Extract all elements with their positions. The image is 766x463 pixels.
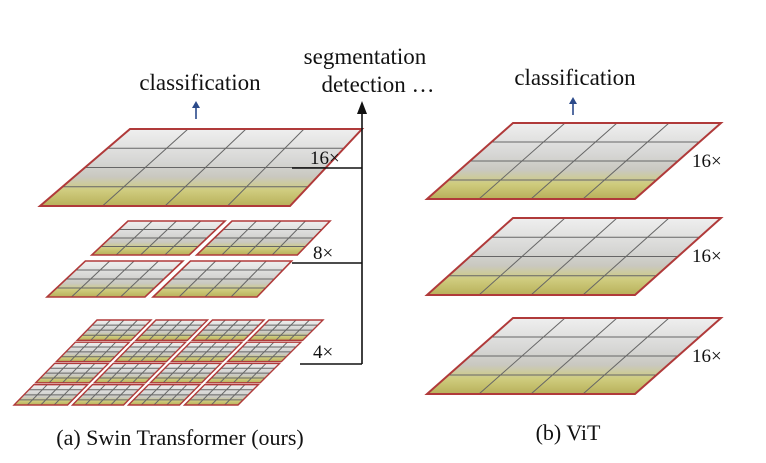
swin-layer-4x-window-1-3 <box>225 341 303 363</box>
swin-layer-4x-window-0-3 <box>247 319 325 342</box>
swin-layer-4x-window-0-1 <box>134 319 210 342</box>
swin-layer-4x-window-0-2 <box>190 319 266 342</box>
vit-layer-middle <box>424 217 724 296</box>
swin-layer-4x-window-3-2 <box>126 383 202 406</box>
vit-scale-label-16x-top: 16× <box>692 151 722 172</box>
vit-scale-label-16x-bottom: 16× <box>692 346 722 367</box>
swin-layer-4x-window-3-3 <box>182 383 261 406</box>
swin-layer-4x-window-1-1 <box>113 341 188 363</box>
swin-layer-4x-window-3-1 <box>70 383 146 406</box>
multi-scale-connector <box>292 101 367 365</box>
swin-classification-label: classification <box>139 70 261 95</box>
swin-classification-arrow <box>192 101 200 119</box>
swin-layer-4x-window-0-0 <box>75 319 153 342</box>
vit-classification-arrow <box>569 97 577 115</box>
swin-transformer-panel: classification segmentation detection … … <box>12 44 435 450</box>
swin-layer-16x-window <box>37 128 365 207</box>
swin-feature-layers <box>12 128 365 406</box>
task-label-detection: detection … <box>321 72 434 97</box>
task-label-segmentation: segmentation <box>304 44 427 69</box>
vit-classification-label: classification <box>514 65 636 90</box>
swin-layer-4x-window-2-1 <box>92 362 167 384</box>
swin-scale-label-4x: 4× <box>313 342 333 363</box>
swin-layer-4x-window-2-0 <box>34 362 111 384</box>
vit-caption: (b) ViT <box>536 420 601 445</box>
swin-layer-4x-window-1-0 <box>54 341 131 363</box>
swin-layer-4x-window-2-2 <box>148 362 223 384</box>
swin-layer-8x-window-0-0 <box>89 220 228 256</box>
swin-layer-4x-window-1-2 <box>169 341 244 363</box>
swin-scale-label-8x: 8× <box>313 243 333 264</box>
swin-layer-4x-window-2-3 <box>204 362 282 384</box>
swin-layer-8x-window-1-1 <box>151 260 294 298</box>
swin-layer-8x-window-1-0 <box>44 260 185 298</box>
vit-layer-bottom <box>424 317 724 395</box>
vit-scale-label-16x-middle: 16× <box>692 246 722 267</box>
swin-caption: (a) Swin Transformer (ours) <box>56 425 303 450</box>
vit-feature-layers <box>424 122 724 395</box>
swin-scale-label-16x: 16× <box>310 148 340 169</box>
vit-layer-top <box>424 122 724 200</box>
swin-layer-8x-window-0-1 <box>194 220 332 256</box>
swin-layer-4x-window-3-0 <box>12 383 90 406</box>
vit-panel: classification 16× 16× 16× (b) ViT <box>424 65 724 445</box>
